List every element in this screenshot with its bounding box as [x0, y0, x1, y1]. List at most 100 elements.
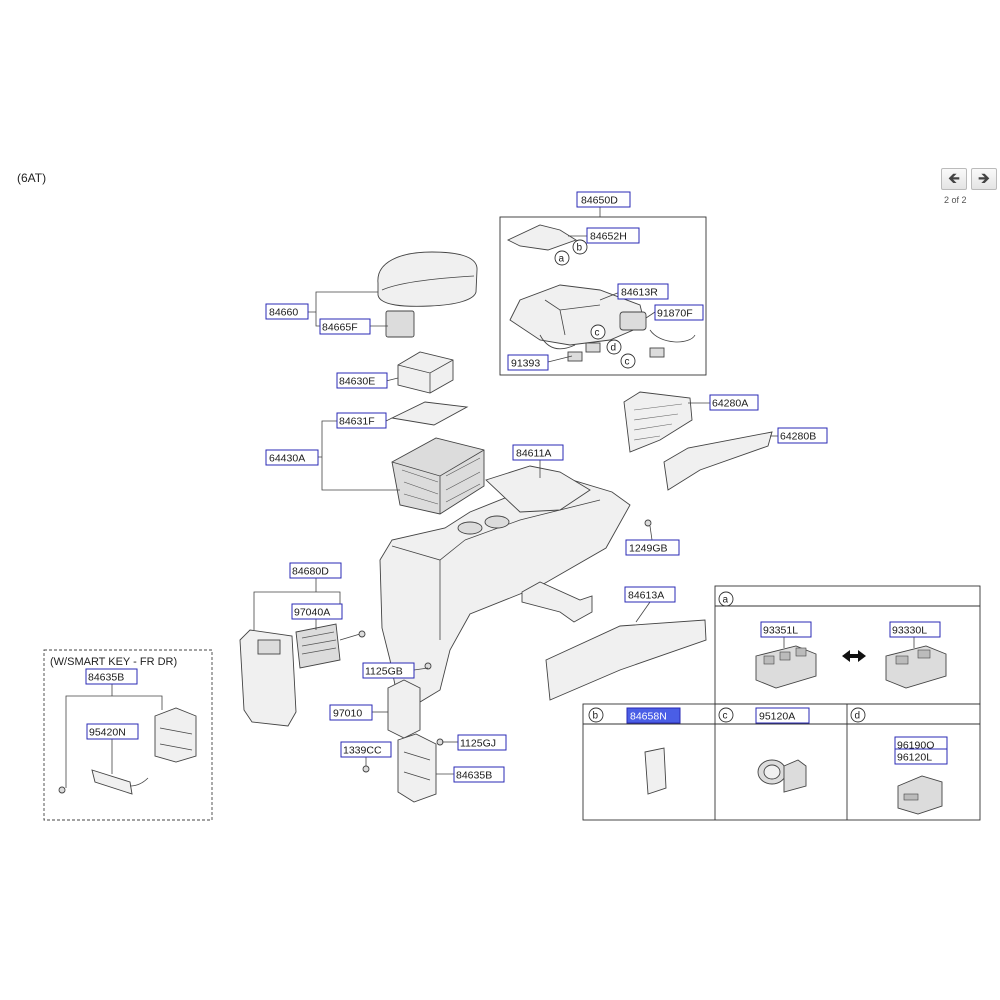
svg-text:84635B: 84635B — [88, 672, 124, 684]
svg-text:c: c — [723, 711, 728, 722]
module-96120L-drawing — [897, 775, 943, 815]
part-label-84650D[interactable]: 84650D — [576, 191, 631, 208]
duct-drawing — [387, 679, 421, 739]
part-label-64430A[interactable]: 64430A — [265, 449, 319, 466]
clip-84658N-drawing — [644, 747, 667, 795]
svg-text:84635B: 84635B — [456, 770, 492, 782]
svg-text:84613A: 84613A — [628, 590, 664, 602]
svg-text:84631F: 84631F — [339, 416, 375, 428]
part-label-84635B-kit[interactable]: 84635B — [85, 668, 138, 685]
part-label-1125GB[interactable]: 1125GB — [362, 662, 415, 679]
part-label-96120L[interactable]: 96120L — [894, 748, 948, 765]
fasteners-drawing — [58, 519, 652, 794]
part-label-91393[interactable]: 91393 — [507, 354, 549, 371]
rear-cover-drawing — [239, 629, 297, 727]
part-label-93351L[interactable]: 93351L — [760, 621, 812, 638]
svg-text:97040A: 97040A — [294, 607, 330, 619]
svg-text:84613R: 84613R — [621, 287, 658, 299]
leader-lines — [65, 207, 915, 788]
double-arrow-icon — [842, 650, 866, 662]
frame-section-a — [714, 585, 981, 705]
part-label-1249GB[interactable]: 1249GB — [625, 539, 680, 556]
rear-bracket-drawing — [521, 581, 593, 623]
svg-text:84680D: 84680D — [292, 566, 329, 578]
smart-key-group-frame — [43, 649, 213, 821]
part-label-84665F[interactable]: 84665F — [319, 318, 371, 335]
callout-circles: a b c d c a b c d — [554, 239, 866, 723]
svg-text:95120A: 95120A — [759, 711, 795, 723]
part-label-1339CC[interactable]: 1339CC — [340, 741, 392, 758]
svg-text:1125GJ: 1125GJ — [460, 738, 496, 750]
part-label-84658N[interactable]: 84658N — [626, 707, 681, 724]
prev-page-button[interactable]: 🡸 — [941, 168, 967, 190]
bracket-kit-drawing — [154, 707, 197, 763]
upper-trim-drawing — [506, 224, 696, 362]
storage-tray-drawing — [397, 351, 454, 394]
part-label-84660[interactable]: 84660 — [265, 303, 309, 320]
bracket-main-ribs — [403, 751, 431, 781]
arrow-right-icon: 🡺 — [977, 169, 991, 187]
console-basket-drawing — [391, 437, 485, 515]
side-panel-a-ribs — [633, 403, 683, 441]
svg-text:d: d — [611, 343, 617, 354]
svg-text:84650D: 84650D — [581, 195, 618, 207]
frame-section-bcd — [582, 703, 981, 821]
svg-text:a: a — [723, 595, 729, 606]
svg-text:84660: 84660 — [269, 307, 298, 319]
smart-key-group-title: (W/SMART KEY - FR DR) — [50, 656, 177, 668]
svg-text:b: b — [577, 243, 583, 254]
arrow-left-icon: 🡸 — [947, 169, 961, 187]
svg-text:c: c — [625, 357, 630, 368]
part-label-97010[interactable]: 97010 — [329, 704, 373, 721]
part-label-93330L[interactable]: 93330L — [889, 621, 941, 638]
svg-text:84665F: 84665F — [322, 322, 358, 334]
page-indicator: 2 of 2 — [944, 195, 967, 205]
part-label-84613A[interactable]: 84613A — [624, 586, 676, 603]
next-page-button[interactable]: 🡺 — [971, 168, 997, 190]
antenna-drawing — [91, 769, 149, 795]
part-label-64280B[interactable]: 64280B — [777, 427, 828, 444]
svg-text:1249GB: 1249GB — [629, 543, 668, 555]
part-label-84613R[interactable]: 84613R — [617, 283, 669, 300]
svg-text:1125GB: 1125GB — [365, 666, 403, 678]
part-label-84611A[interactable]: 84611A — [512, 444, 564, 461]
variant-label: (6AT) — [17, 171, 47, 185]
part-label-84635B-main[interactable]: 84635B — [453, 766, 505, 783]
bracket-main-drawing — [397, 733, 437, 803]
svg-text:c: c — [595, 328, 600, 339]
switch-93351L-drawing — [755, 645, 817, 689]
svg-text:64430A: 64430A — [269, 453, 305, 465]
svg-text:64280A: 64280A — [712, 398, 748, 410]
part-label-64280A[interactable]: 64280A — [709, 394, 759, 411]
svg-text:84630E: 84630E — [339, 376, 375, 388]
part-label-1125GJ[interactable]: 1125GJ — [457, 734, 507, 751]
side-garnish-drawing — [545, 619, 707, 701]
svg-text:96120L: 96120L — [897, 752, 932, 764]
svg-text:93330L: 93330L — [892, 625, 927, 637]
part-label-84652H[interactable]: 84652H — [586, 227, 640, 244]
part-label-84631F[interactable]: 84631F — [336, 412, 387, 429]
svg-text:97010: 97010 — [333, 708, 362, 720]
floor-console-drawing — [379, 465, 631, 703]
svg-text:93351L: 93351L — [763, 625, 798, 637]
part-label-97040A[interactable]: 97040A — [291, 603, 343, 620]
svg-text:91393: 91393 — [511, 358, 540, 370]
part-label-91870F[interactable]: 91870F — [654, 304, 704, 321]
part-label-84680D[interactable]: 84680D — [289, 562, 342, 579]
svg-text:84611A: 84611A — [516, 448, 551, 460]
svg-text:84658N: 84658N — [630, 711, 667, 723]
power-socket-drawing — [757, 759, 807, 793]
svg-text:84652H: 84652H — [590, 231, 627, 243]
svg-text:64280B: 64280B — [780, 431, 816, 443]
rear-vent-drawing — [295, 623, 361, 669]
switch-93330L-drawing — [885, 645, 947, 689]
part-label-95120A[interactable]: 95120A — [755, 707, 810, 724]
svg-text:b: b — [593, 711, 599, 722]
part-label-95420N[interactable]: 95420N — [86, 723, 139, 740]
side-panel-a-drawing — [623, 391, 693, 453]
side-panel-b-drawing — [663, 431, 773, 491]
armrest-lid-drawing — [377, 251, 478, 338]
part-label-84630E[interactable]: 84630E — [336, 372, 388, 389]
